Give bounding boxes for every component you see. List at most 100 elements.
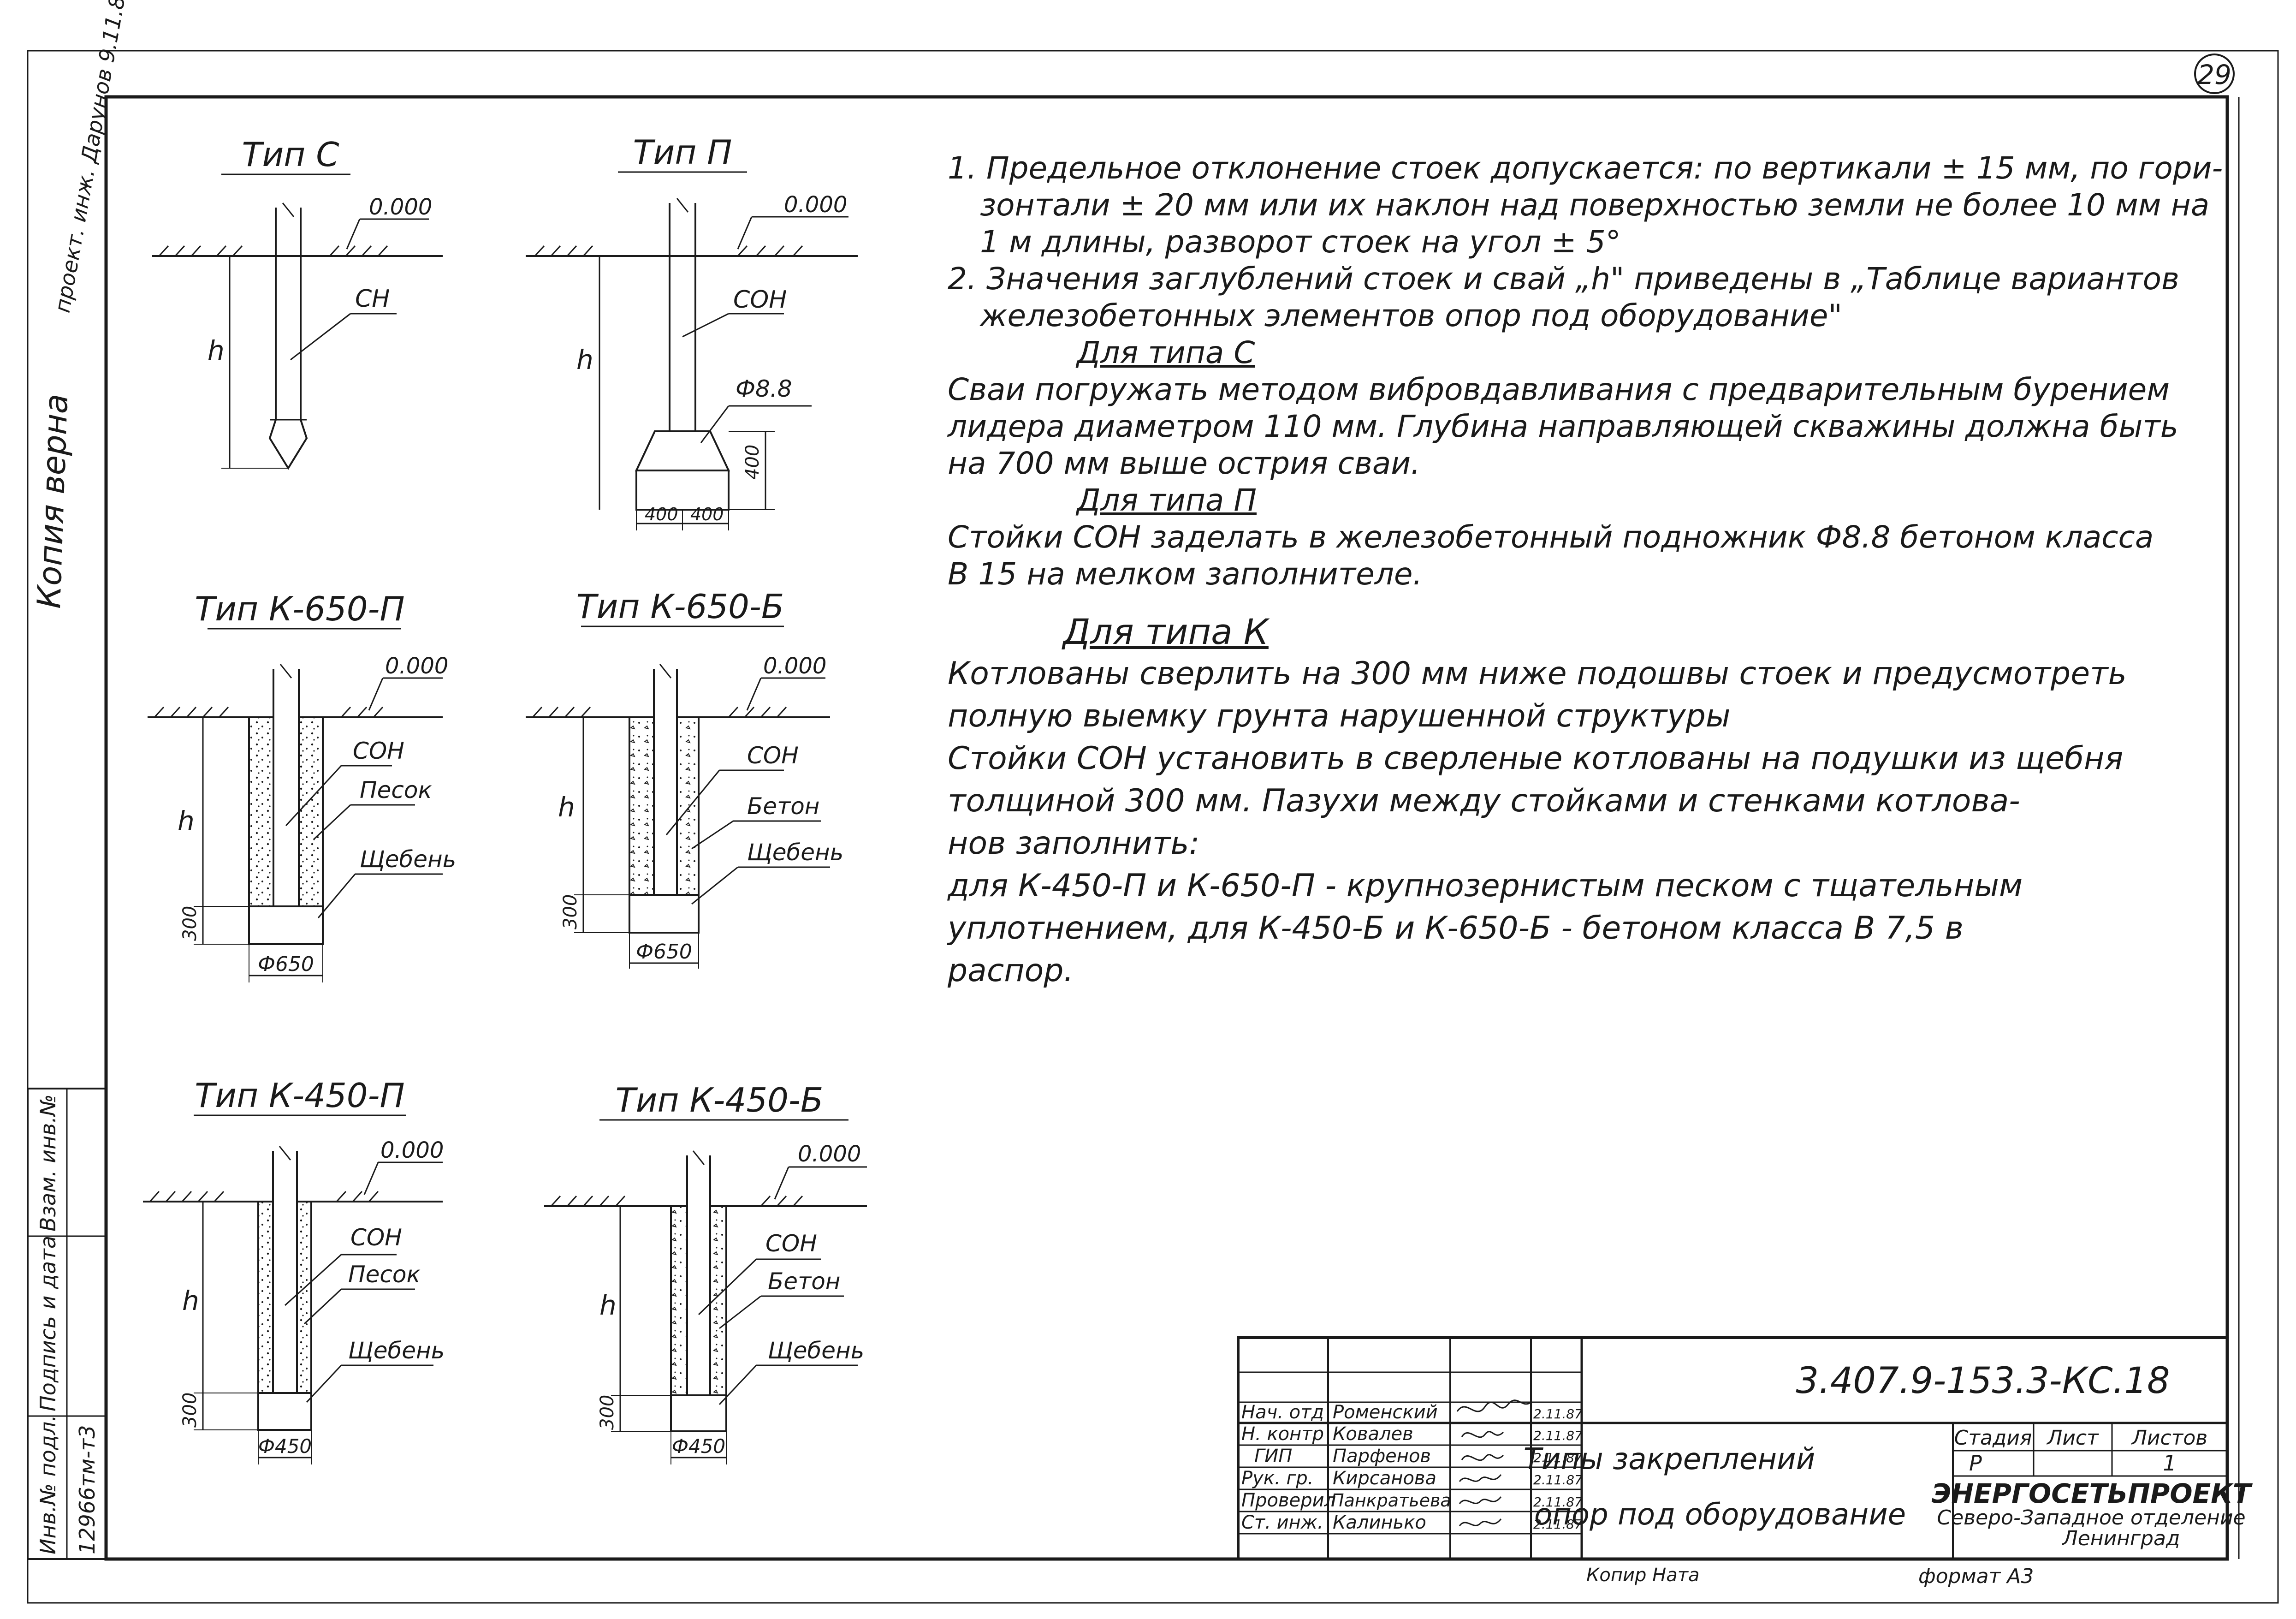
side-sign-date: Подпись и дата xyxy=(36,1236,60,1411)
type-k-note-4: толщиной 300 мм. Пазухи между стойками и… xyxy=(948,783,2020,819)
person-date: 2.11.87 xyxy=(1533,1494,1583,1510)
diagram-type-c: Тип С h 0.000 СН xyxy=(152,135,443,470)
foot-block xyxy=(635,430,730,471)
diagram-type-k450p: Тип К-450-П h 300 Ф450 0.000 СОН Песок xyxy=(143,1076,445,1464)
type-p-note-2: В 15 на мелком заполнителе. xyxy=(948,556,1423,592)
type-k-note-6: для К-450-П и К-650-П - крупнозернистым … xyxy=(948,868,2023,904)
type-k650b-element: СОН xyxy=(747,742,799,769)
type-p-dim-left: 400 xyxy=(645,504,678,524)
pile xyxy=(268,208,308,470)
type-k-note-3: Стойки СОН установить в сверленые котлов… xyxy=(948,740,2124,777)
note-2-line-1: 2. Значения заглублений стоек и свай „h"… xyxy=(948,261,2179,297)
type-k650p-depth: h xyxy=(178,805,195,837)
type-p-dim-right: 400 xyxy=(690,504,724,524)
type-c-element: СН xyxy=(355,285,390,313)
diagram-type-p: Тип П h 400 400 400 0.000 СОН Ф8.8 xyxy=(526,133,858,530)
type-k650b-base-thickness: 300 xyxy=(560,894,581,929)
person-date: 2.11.87 xyxy=(1533,1406,1583,1422)
gravel-base xyxy=(248,905,324,945)
side-inv-value: 12966тм-т3 xyxy=(75,1425,100,1555)
type-k-note-1: Котлованы сверлить на 300 мм ниже подошв… xyxy=(948,655,2127,692)
type-p-title: Тип П xyxy=(633,133,732,172)
copied-by: Копир Ната xyxy=(1586,1565,1700,1586)
type-k650b-depth: h xyxy=(558,792,575,823)
heading-type-p: Для типа П xyxy=(1077,482,1257,518)
type-k450b-element: СОН xyxy=(765,1230,817,1257)
drawing-code: 3.407.9-153.3-КС.18 xyxy=(1796,1360,2170,1402)
type-c-depth: h xyxy=(208,335,225,366)
person-name: Калинько xyxy=(1333,1512,1426,1533)
type-k450p-level: 0.000 xyxy=(380,1137,444,1163)
type-k-note-2: полную выемку грунта нарушенной структур… xyxy=(948,698,1731,734)
title-block: 3.407.9-153.3-КС.18 Типы закреплений опо… xyxy=(1237,1336,2253,1588)
person-role: Рук. гр. xyxy=(1241,1468,1314,1489)
type-k450b-title: Тип К-450-Б xyxy=(616,1081,824,1119)
type-k650p-base-thickness: 300 xyxy=(179,906,201,941)
person-role: ГИП xyxy=(1254,1446,1292,1467)
sheets-label: Листов xyxy=(2131,1426,2207,1450)
format-label: формат А3 xyxy=(1918,1565,2034,1588)
type-k450b-level: 0.000 xyxy=(798,1141,861,1167)
general-notes: 1. Предельное отклонение стоек допускает… xyxy=(948,150,2223,992)
side-stamp: Взам. инв.№ Подпись и дата Инв.№ подл. 1… xyxy=(27,1088,107,1560)
page-number: 29 xyxy=(2197,59,2231,90)
signature-scribbles xyxy=(1456,1399,1531,1527)
type-c-note-3: на 700 мм выше острия сваи. xyxy=(948,446,1421,481)
type-p-depth: h xyxy=(576,344,593,375)
type-k650b-title: Тип К-650-Б xyxy=(576,587,784,626)
drawing-frame xyxy=(104,95,2229,1561)
person-date: 2.11.87 xyxy=(1533,1450,1583,1465)
type-k450b-depth: h xyxy=(599,1290,617,1321)
stage-label: Стадия xyxy=(1954,1426,2032,1450)
org-name: ЭНЕРГОСЕТЬПРОЕКТ xyxy=(1932,1478,2253,1509)
type-k-note-5: нов заполнить: xyxy=(948,825,1200,862)
note-1-line-1: 1. Предельное отклонение стоек допускает… xyxy=(948,150,2223,186)
person-name: Парфенов xyxy=(1333,1446,1431,1467)
sheets-value: 1 xyxy=(2163,1451,2176,1476)
type-k450p-depth: h xyxy=(182,1285,199,1316)
type-p-level: 0.000 xyxy=(784,192,847,218)
person-role: Проверил xyxy=(1241,1490,1336,1511)
type-k450p-element: СОН xyxy=(350,1224,402,1251)
type-k650p-fill: Песок xyxy=(360,777,432,804)
type-c-level: 0.000 xyxy=(369,194,432,220)
type-k650b-diameter: Ф650 xyxy=(636,940,692,964)
person-role: Нач. отд xyxy=(1241,1402,1324,1423)
type-k450b-base-thickness: 300 xyxy=(597,1395,618,1430)
outer-border xyxy=(27,50,2279,1604)
type-c-note-2: лидера диаметром 110 мм. Глубина направл… xyxy=(948,409,2178,444)
person-role: Ст. инж. xyxy=(1241,1512,1323,1533)
type-c-title: Тип С xyxy=(242,135,339,174)
type-k650p-diameter: Ф650 xyxy=(258,952,314,976)
type-k650p-title: Тип К-650-П xyxy=(195,589,404,628)
side-inv-instead: Взам. инв.№ xyxy=(36,1094,60,1232)
note-1-line-2: зонтали ± 20 мм или их наклон над поверх… xyxy=(980,187,2210,223)
person-name: Кирсанова xyxy=(1333,1468,1436,1489)
stage-value: Р xyxy=(1969,1451,1982,1476)
type-k450p-base: Щебень xyxy=(348,1337,445,1364)
type-k650b-level: 0.000 xyxy=(763,653,826,679)
heading-type-k: Для типа К xyxy=(1063,611,1269,652)
type-k650b-fill: Бетон xyxy=(747,793,819,820)
copy-note: Копия верна xyxy=(30,393,75,609)
type-p-foot: Ф8.8 xyxy=(736,375,792,402)
heading-type-c: Для типа С xyxy=(1077,335,1255,370)
type-k-note-8: распор. xyxy=(948,952,1074,989)
person-date: 2.11.87 xyxy=(1533,1517,1583,1532)
post xyxy=(669,203,696,431)
type-k450p-title: Тип К-450-П xyxy=(195,1076,404,1115)
drawing-title-line2: опор под оборудование xyxy=(1534,1498,1906,1532)
person-date: 2.11.87 xyxy=(1533,1428,1583,1443)
type-p-note-1: Стойки СОН заделать в железобетонный под… xyxy=(948,519,2154,555)
type-k450p-diameter: Ф450 xyxy=(258,1435,312,1458)
drawing-title-line1: Типы закреплений xyxy=(1524,1442,1815,1476)
person-name: Роменский xyxy=(1333,1402,1438,1423)
type-k650p-base: Щебень xyxy=(360,846,456,873)
type-p-element: СОН xyxy=(733,286,787,314)
type-k-note-7: уплотнением, для К-450-Б и К-650-Б - бет… xyxy=(948,910,1964,946)
diagram-type-k650b: Тип К-650-Б h 300 Ф650 0.000 СОН Бетон xyxy=(526,587,843,969)
type-k450p-base-thickness: 300 xyxy=(179,1393,201,1428)
org-dept: Северо-Западное отделение xyxy=(1937,1506,2245,1530)
side-inv-orig: Инв.№ подл. xyxy=(36,1415,60,1554)
